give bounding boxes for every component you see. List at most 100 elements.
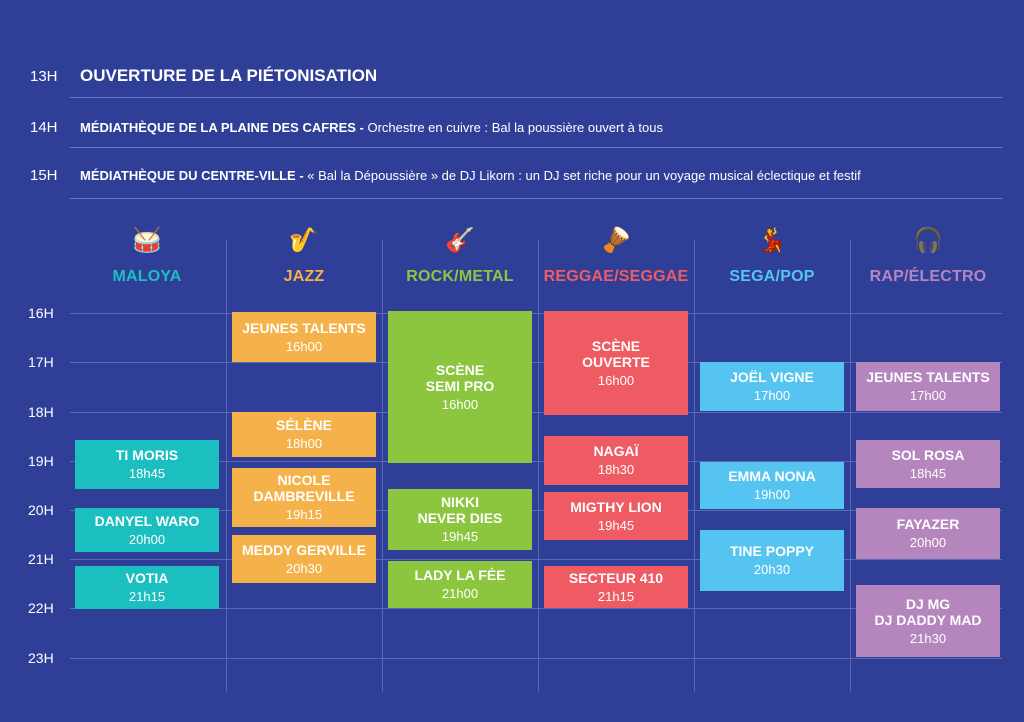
start-time: 21h00: [441, 586, 479, 601]
genre-name: MALOYA: [112, 268, 182, 285]
header-text: MÉDIATHÈQUE DU CENTRE-VILLE - « Bal la D…: [80, 168, 861, 183]
performance-slot: TI MORIS 18h45: [75, 440, 219, 489]
divider: [70, 198, 1002, 199]
start-time: 17h00: [753, 388, 791, 403]
artist-name: FAYAZER: [896, 516, 960, 532]
divider: [70, 147, 1002, 148]
artist-name: SÉLÈNE: [275, 417, 332, 433]
artist-name: TINE POPPY: [729, 543, 815, 559]
artist-name: SOL ROSA: [891, 446, 965, 463]
artist-name: MIGTHY LION: [570, 498, 662, 515]
genre-name: ROCK/METAL: [406, 268, 514, 285]
header-title: OUVERTURE DE LA PIÉTONISATION: [80, 66, 378, 85]
start-time: 17h00: [909, 388, 947, 403]
hour-gridline: [70, 559, 1002, 560]
genre-header: 🎸 ROCK/METAL: [385, 226, 535, 286]
hour-gridline: [70, 510, 1002, 511]
hour-label: 17H: [28, 354, 54, 370]
djembe-icon: 🪘: [601, 227, 631, 254]
header-time: 13H: [30, 68, 58, 85]
start-time: 19h00: [753, 487, 791, 502]
performance-slot: MEDDY GERVILLE 20h30: [232, 535, 376, 583]
hour-gridline: [70, 313, 1002, 314]
start-time: 20h30: [285, 560, 323, 576]
start-time: 18h45: [128, 466, 166, 481]
performance-slot: LADY LA FÉE 21h00: [388, 561, 532, 608]
artist-name: NAGAÏ: [593, 443, 639, 459]
genre-name: SEGA/POP: [729, 268, 815, 285]
dancer-icon: 💃: [757, 227, 787, 254]
genre-name: JAZZ: [283, 268, 325, 285]
artist-name: EMMA NONA: [728, 468, 816, 484]
start-time: 21h15: [128, 589, 166, 604]
hour-label: 22H: [28, 600, 54, 616]
artist-name: DJ MG DJ DADDY MAD: [874, 595, 982, 628]
start-time: 18h00: [285, 436, 323, 451]
genre-header: 🥁MALOYA: [72, 226, 222, 286]
artist-name: SECTEUR 410: [568, 569, 664, 586]
artist-name: SCÈNE SEMI PRO: [425, 361, 495, 394]
hour-label: 20H: [28, 502, 54, 518]
performance-slot: JOËL VIGNE 17h00: [700, 362, 844, 411]
hour-gridline: [70, 608, 1002, 609]
genre-name: RAP/ÉLECTRO: [869, 268, 987, 285]
start-time: 16h00: [597, 372, 635, 388]
start-time: 20h00: [909, 535, 947, 550]
guitarist-icon: 🎸: [445, 227, 475, 254]
hour-label: 23H: [28, 650, 54, 666]
performance-slot: DJ MG DJ DADDY MAD 21h30: [856, 585, 1000, 657]
start-time: 19h45: [441, 529, 479, 544]
column-separator: [538, 240, 539, 692]
genre-header: 🪘 REGGAE/SEGGAE: [541, 226, 691, 286]
hour-label: 18H: [28, 404, 54, 420]
hour-gridline: [70, 658, 1002, 659]
header-detail: Orchestre en cuivre : Bal la poussière o…: [363, 120, 664, 135]
saxophonist-icon: 🎷: [289, 227, 319, 254]
column-separator: [694, 240, 695, 692]
hour-label: 16H: [28, 305, 54, 321]
divider: [70, 97, 1002, 98]
column-separator: [850, 240, 851, 692]
performance-slot: DANYEL WARO 20h00: [75, 508, 219, 552]
artist-name: DANYEL WARO: [94, 512, 200, 529]
start-time: 16h00: [285, 338, 323, 354]
artist-name: LADY LA FÉE: [414, 567, 506, 583]
column-separator: [226, 240, 227, 692]
genre-header: 💃 SEGA/POP: [697, 226, 847, 286]
artist-name: TI MORIS: [115, 447, 179, 463]
dj-turntable-icon: 🎧: [913, 227, 943, 254]
performance-slot: EMMA NONA 19h00: [700, 462, 844, 509]
hour-label: 21H: [28, 551, 54, 567]
start-time: 16h00: [441, 396, 479, 412]
artist-name: MEDDY GERVILLE: [242, 541, 366, 558]
hour-gridline: [70, 461, 1002, 462]
performance-slot: SCÈNE SEMI PRO 16h00: [388, 311, 532, 463]
hour-gridline: [70, 412, 1002, 413]
header-title: MÉDIATHÈQUE DU CENTRE-VILLE -: [80, 168, 304, 183]
genre-header: 🎷 JAZZ: [229, 226, 379, 286]
artist-name: JEUNES TALENTS: [242, 319, 366, 336]
start-time: 20h30: [753, 562, 791, 577]
artist-name: JOËL VIGNE: [730, 369, 814, 385]
header-title: MÉDIATHÈQUE DE LA PLAINE DES CAFRES -: [80, 120, 364, 135]
start-time: 20h00: [128, 531, 166, 547]
performance-slot: SOL ROSA 18h45: [856, 440, 1000, 488]
performance-slot: NICOLE DAMBREVILLE 19h15: [232, 468, 376, 527]
artist-name: NICOLE DAMBREVILLE: [253, 472, 355, 504]
performance-slot: SÉLÈNE 18h00: [232, 412, 376, 457]
start-time: 21h30: [909, 630, 947, 646]
header-detail: « Bal la Dépoussière » de DJ Likorn : un…: [303, 168, 861, 183]
header-time: 15H: [30, 167, 58, 184]
performance-slot: MIGTHY LION 19h45: [544, 492, 688, 540]
hour-label: 19H: [28, 453, 54, 469]
start-time: 19h45: [597, 517, 635, 533]
start-time: 18h45: [909, 465, 947, 481]
genre-name: REGGAE/SEGGAE: [543, 268, 689, 285]
start-time: 19h15: [285, 507, 323, 522]
column-separator: [382, 240, 383, 692]
